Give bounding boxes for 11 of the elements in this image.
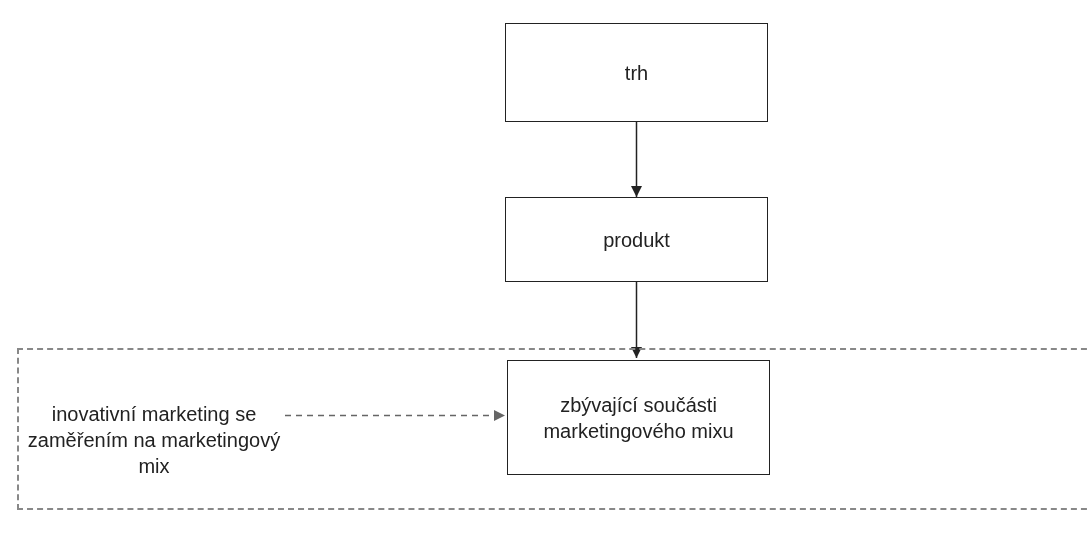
dashed-group-frame (17, 348, 1087, 510)
process-box (505, 23, 768, 122)
process-box (507, 360, 770, 475)
process-box (505, 197, 768, 282)
box-label: zbývající součásti marketingového mixu (542, 392, 735, 444)
annotation-text: inovativní marketing se zaměřením na marketingový mix (26, 402, 282, 479)
arrow (284, 410, 506, 421)
box-label: trh (624, 60, 649, 86)
box-label: produkt (603, 227, 670, 253)
arrow (631, 121, 642, 198)
arrow (631, 281, 642, 359)
